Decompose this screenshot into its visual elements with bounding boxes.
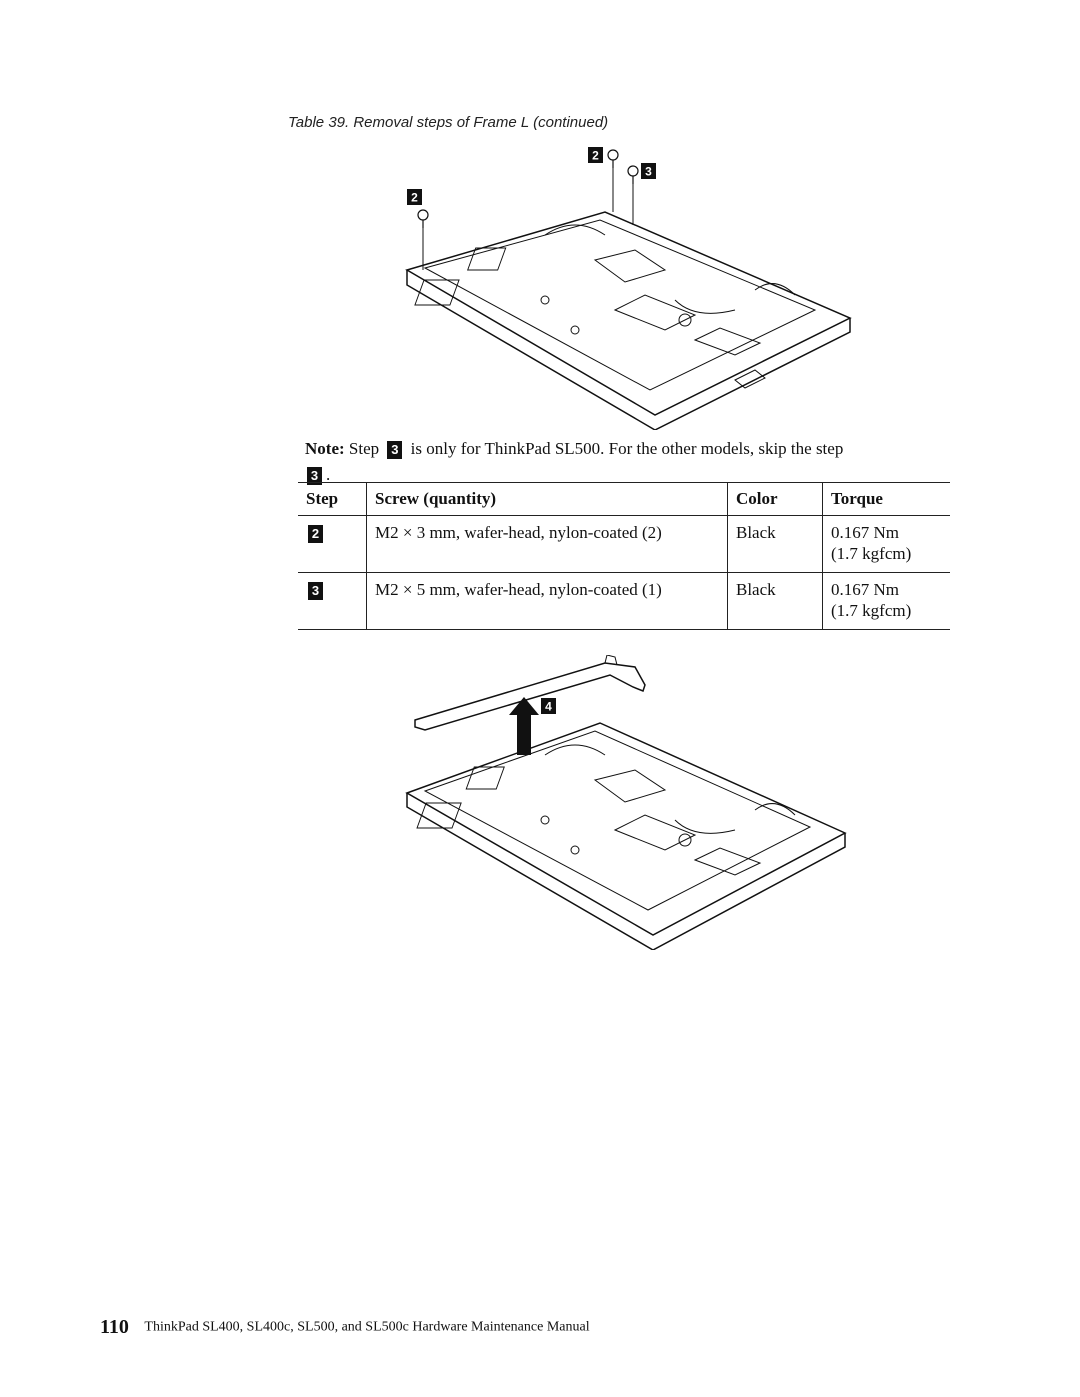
torque-kgfcm: (1.7 kgfcm)	[831, 601, 912, 620]
figure-frame-removal: 4	[405, 655, 847, 950]
table-header-row: Step Screw (quantity) Color Torque	[298, 482, 950, 516]
torque-kgfcm: (1.7 kgfcm)	[831, 544, 912, 563]
table-row: 2 M2 × 3 mm, wafer-head, nylon-coated (2…	[298, 515, 950, 573]
header-torque: Torque	[822, 482, 950, 516]
page-number: 110	[100, 1316, 129, 1338]
table-caption: Table 39. Removal steps of Frame L (cont…	[288, 114, 609, 131]
screw-cell: M2 × 5 mm, wafer-head, nylon-coated (1)	[366, 572, 728, 630]
screw-table: Step Screw (quantity) Color Torque 2 M2 …	[298, 482, 950, 630]
figure-frame-screws: 2 2 3	[405, 147, 852, 430]
callout-3: 3	[645, 165, 652, 179]
color-cell: Black	[727, 572, 823, 630]
note-text-before: Step	[348, 439, 380, 458]
color-cell: Black	[727, 515, 823, 573]
callout-2a: 2	[411, 191, 418, 205]
note-paragraph: Note: Step 3 is only for ThinkPad SL500.…	[305, 436, 955, 488]
note-text-after: is only for ThinkPad SL500. For the othe…	[410, 439, 844, 458]
step-badge-3: 3	[387, 441, 403, 460]
screw-cell: M2 × 3 mm, wafer-head, nylon-coated (2)	[366, 515, 728, 573]
table-row: 3 M2 × 5 mm, wafer-head, nylon-coated (1…	[298, 572, 950, 630]
torque-nm: 0.167 Nm	[831, 523, 899, 542]
step-badge: 2	[308, 525, 323, 544]
step-badge: 3	[308, 582, 323, 601]
torque-cell: 0.167 Nm (1.7 kgfcm)	[822, 515, 950, 573]
manual-title: ThinkPad SL400, SL400c, SL500, and SL500…	[144, 1319, 590, 1335]
header-screw: Screw (quantity)	[366, 482, 728, 516]
torque-cell: 0.167 Nm (1.7 kgfcm)	[822, 572, 950, 630]
header-color: Color	[727, 482, 823, 516]
note-end-punct: .	[326, 465, 331, 484]
step-badge-3-end: 3	[307, 467, 322, 486]
note-label: Note:	[305, 439, 345, 458]
page-footer: 110 ThinkPad SL400, SL400c, SL500, and S…	[100, 1316, 590, 1339]
callout-2b: 2	[592, 149, 599, 163]
callout-4: 4	[545, 700, 552, 714]
header-step: Step	[298, 482, 367, 516]
torque-nm: 0.167 Nm	[831, 580, 899, 599]
up-arrow-icon	[509, 697, 539, 755]
